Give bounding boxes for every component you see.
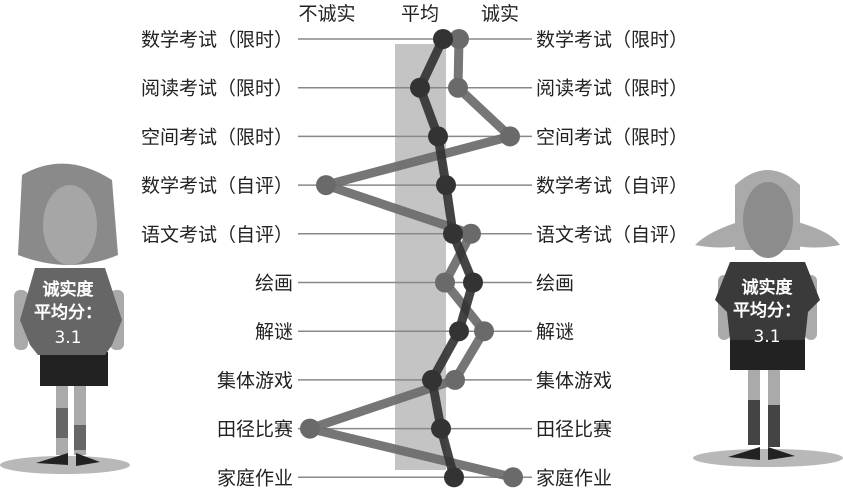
category-label-left: 田径比赛 bbox=[217, 419, 293, 441]
series-left-girl bbox=[300, 29, 523, 488]
right-girl-figure: 诚实度 平均分： 3.1 bbox=[693, 170, 843, 467]
data-point bbox=[443, 223, 463, 244]
series-line bbox=[415, 37, 478, 479]
data-point bbox=[500, 126, 520, 147]
data-point bbox=[444, 467, 464, 488]
data-point bbox=[463, 272, 483, 293]
data-point bbox=[445, 369, 465, 390]
category-label-left: 数学考试（自评） bbox=[141, 175, 293, 197]
category-label-right: 数学考试（自评） bbox=[536, 175, 688, 197]
category-label-right: 集体游戏 bbox=[536, 370, 612, 392]
header-honest: 诚实 bbox=[481, 3, 519, 25]
category-label-right: 绘画 bbox=[536, 273, 574, 295]
data-point bbox=[436, 175, 456, 196]
header-average: 平均 bbox=[401, 3, 439, 25]
series-line bbox=[305, 38, 515, 482]
category-label-left: 解谜 bbox=[255, 321, 293, 343]
category-label-left: 绘画 bbox=[255, 273, 293, 295]
category-label-right: 数学考试（限时） bbox=[536, 29, 688, 51]
data-point bbox=[449, 29, 469, 49]
left-girl-figure: 诚实度 平均分： 3.1 bbox=[0, 163, 130, 474]
data-point bbox=[435, 272, 455, 293]
data-point bbox=[410, 77, 430, 98]
category-label-left: 阅读考试（限时） bbox=[141, 78, 293, 100]
data-point bbox=[422, 369, 442, 390]
right-girl-label-2: 平均分： bbox=[733, 300, 801, 321]
right-girl-score: 3.1 bbox=[753, 327, 780, 347]
data-point bbox=[428, 126, 448, 147]
left-girl-label-1: 诚实度 bbox=[43, 279, 95, 300]
data-point bbox=[503, 467, 523, 488]
data-point bbox=[433, 29, 453, 49]
left-girl-score: 3.1 bbox=[54, 328, 81, 348]
category-label-right: 家庭作业 bbox=[536, 467, 612, 489]
category-label-right: 空间考试（限时） bbox=[536, 126, 688, 148]
category-label-right: 阅读考试（限时） bbox=[536, 78, 688, 100]
category-label-right: 田径比赛 bbox=[536, 419, 612, 441]
data-point bbox=[461, 223, 481, 244]
data-point bbox=[300, 418, 320, 439]
data-point bbox=[448, 77, 468, 98]
category-label-right: 解谜 bbox=[536, 321, 574, 343]
header-dishonest: 不诚实 bbox=[298, 3, 355, 25]
right-girl-label-1: 诚实度 bbox=[742, 277, 794, 298]
category-label-left: 家庭作业 bbox=[217, 467, 293, 489]
category-label-right: 语文考试（自评） bbox=[536, 224, 688, 246]
category-label-left: 数学考试（限时） bbox=[141, 29, 293, 51]
data-point bbox=[316, 175, 336, 196]
series-right-girl bbox=[410, 29, 483, 488]
category-label-left: 空间考试（限时） bbox=[141, 126, 293, 148]
category-label-left: 语文考试（自评） bbox=[141, 224, 293, 246]
data-point bbox=[449, 321, 469, 342]
left-girl-label-2: 平均分： bbox=[34, 302, 102, 323]
data-point bbox=[431, 418, 451, 439]
category-label-left: 集体游戏 bbox=[217, 370, 293, 392]
data-point bbox=[474, 321, 494, 342]
